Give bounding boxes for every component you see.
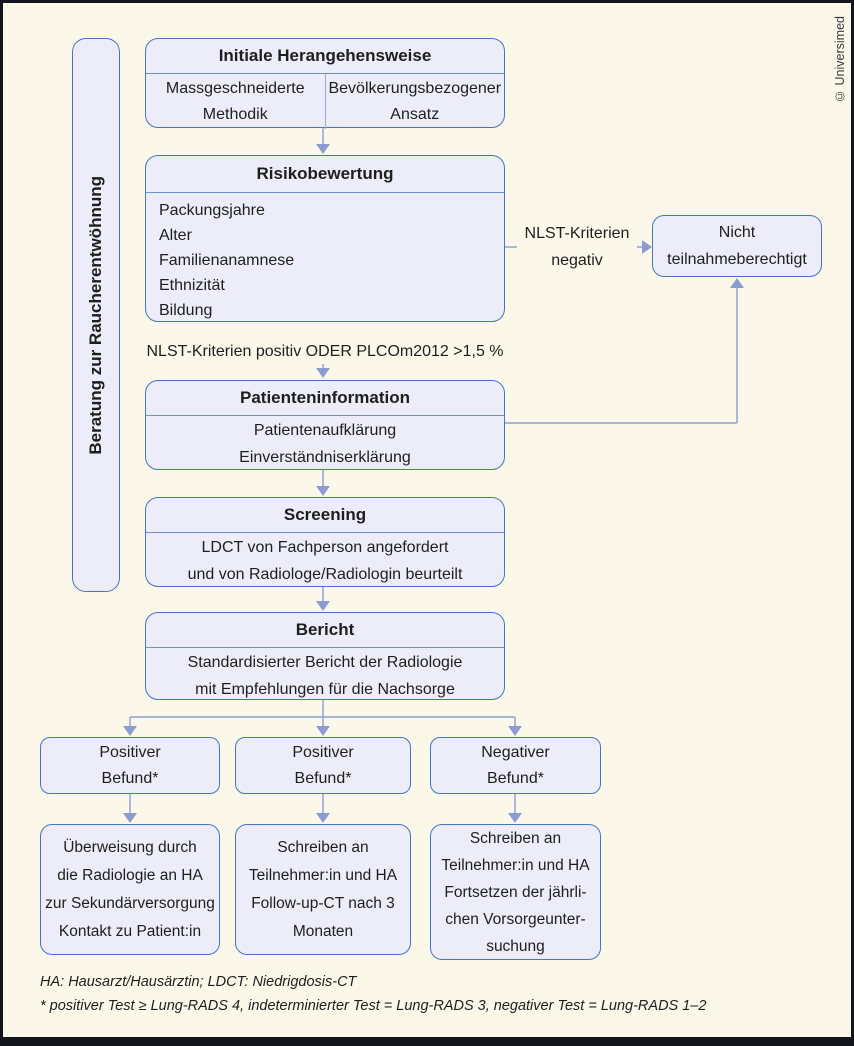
report-box: Bericht Standardisierter Bericht der Rad…: [145, 612, 505, 700]
patient-information-body: Patientenaufklärung Einverständniserklär…: [239, 422, 411, 466]
action-followup-ct-box: Schreiben an Teilnehmer:in und HA Follow…: [235, 824, 411, 955]
arrow-patient-info-to-not-eligible: [505, 278, 744, 424]
screening-box: Screening LDCT von Fachperson angeforder…: [145, 497, 505, 587]
screening-title: Screening: [146, 498, 504, 533]
arrow-outcome3-to-action3: [508, 794, 522, 823]
outcome-positive-2-box: Positiver Befund*: [235, 737, 411, 794]
report-title: Bericht: [146, 613, 504, 648]
initial-approach-cells: Massgeschneiderte Methodik Bevölkerungsb…: [146, 74, 504, 129]
arrow-report-branch: [123, 700, 522, 736]
risk-assessment-box: Risikobewertung Packungsjahre Alter Fami…: [145, 155, 505, 322]
arrow-initial-to-risk: [316, 128, 330, 154]
initial-approach-box: Initiale Herangehensweise Massgeschneide…: [145, 38, 505, 129]
arrow-outcome2-to-action2: [316, 794, 330, 823]
outcome-negative-box: Negativer Befund*: [430, 737, 601, 794]
patient-information-box: Patienteninformation Patientenaufklärung…: [145, 380, 505, 470]
arrow-outcome1-to-action1: [123, 794, 137, 823]
cell-population-approach: Bevölkerungsbezogener Ansatz: [324, 74, 505, 129]
footnotes: HA: Hausarzt/Hausärztin; LDCT: Niedrigdo…: [40, 970, 830, 1018]
patient-information-title: Patienteninformation: [146, 381, 504, 416]
arrow-patient-info-to-screening: [316, 470, 330, 496]
arrow-screening-to-report: [316, 587, 330, 611]
footnote-lung-rads: * positiver Test ≥ Lung-RADS 4, indeterm…: [40, 998, 707, 1014]
footnote-abbreviations: HA: Hausarzt/Hausärztin; LDCT: Niedrigdo…: [40, 974, 357, 990]
screening-body: LDCT von Fachperson angefordert und von …: [187, 539, 463, 583]
action-referral-box: Überweisung durch die Radiologie an HA z…: [40, 824, 220, 955]
nlst-negative-label: NLST-Kriterien negativ: [524, 225, 630, 269]
credit-label: © Universimed: [833, 16, 847, 103]
risk-factor-list: Packungsjahre Alter Familienanamnese Eth…: [159, 202, 295, 319]
initial-approach-title: Initiale Herangehensweise: [146, 39, 504, 74]
smoking-cessation-label: Beratung zur Raucherentwöhnung: [86, 175, 105, 455]
action-continue-screening-box: Schreiben an Teilnehmer:in und HA Fortse…: [430, 824, 601, 960]
arrow-risk-to-patient-info: [316, 364, 330, 378]
smoking-cessation-sidebar: Beratung zur Raucherentwöhnung: [72, 38, 120, 592]
nlst-positive-label: NLST-Kriterien positiv ODER PLCOm2012 >1…: [146, 343, 504, 360]
risk-assessment-title: Risikobewertung: [146, 156, 504, 193]
cell-tailored-method: Massgeschneiderte Methodik: [165, 80, 305, 123]
not-eligible-box: Nicht teilnahmeberechtigt: [652, 215, 822, 277]
report-body: Standardisierter Bericht der Radiologie …: [187, 654, 463, 698]
outcome-positive-1-box: Positiver Befund*: [40, 737, 220, 794]
